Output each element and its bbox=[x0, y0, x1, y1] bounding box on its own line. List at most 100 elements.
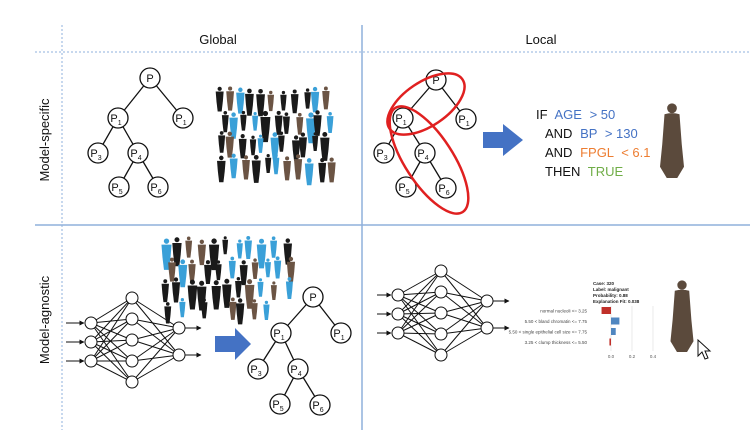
crowd-icon bbox=[215, 86, 336, 186]
nn-connection bbox=[90, 360, 133, 383]
tree-node-label: P3 bbox=[90, 148, 101, 162]
tree-node-label: P1 bbox=[110, 113, 121, 127]
local-path-highlight bbox=[386, 72, 470, 215]
person-silhouette-icon bbox=[235, 276, 242, 298]
tree-node-label: P4 bbox=[290, 364, 301, 378]
tree-node: P5 bbox=[395, 176, 417, 198]
tree-node: P bbox=[302, 286, 324, 308]
person-silhouette-icon bbox=[310, 86, 320, 113]
nn-neuron bbox=[434, 264, 448, 278]
nn-connection bbox=[440, 291, 488, 302]
nn-neuron bbox=[125, 291, 139, 305]
nn-neuron bbox=[172, 321, 186, 335]
person-silhouette-icon bbox=[215, 260, 222, 281]
person-silhouette-icon bbox=[278, 131, 285, 152]
nn-neuron bbox=[391, 326, 405, 340]
local-header: Local bbox=[525, 32, 556, 47]
crowd-icon bbox=[161, 235, 296, 325]
person-silhouette-icon bbox=[222, 278, 232, 308]
nn-connection bbox=[90, 341, 133, 383]
person-silhouette-icon bbox=[270, 281, 277, 301]
nn-connection bbox=[397, 291, 442, 296]
person-silhouette-icon bbox=[274, 110, 283, 135]
person-silhouette-icon bbox=[239, 260, 248, 286]
tree-node-label: P4 bbox=[130, 148, 141, 162]
person-silhouette-icon bbox=[312, 132, 319, 152]
person-silhouette-icon bbox=[304, 88, 311, 109]
person-silhouette-icon bbox=[215, 86, 224, 112]
nn-connection bbox=[440, 312, 488, 329]
person-silhouette-icon bbox=[242, 155, 250, 180]
person-silhouette-icon bbox=[171, 277, 181, 303]
person-silhouette-icon bbox=[286, 256, 296, 283]
person-silhouette-icon bbox=[218, 131, 226, 153]
tree-node-label: P3 bbox=[376, 148, 387, 162]
cursor-icon[interactable] bbox=[697, 338, 712, 360]
nn-neuron bbox=[84, 335, 98, 349]
nn-connection bbox=[397, 270, 442, 315]
tree-node: P3 bbox=[247, 358, 269, 380]
tree-node-label: P bbox=[146, 73, 153, 85]
person-silhouette-icon bbox=[257, 134, 264, 153]
tree-node-label: P6 bbox=[150, 182, 161, 196]
person-silhouette-icon bbox=[290, 89, 299, 114]
nn-connection bbox=[131, 297, 180, 356]
person-silhouette-icon bbox=[249, 135, 257, 156]
tree-node: P1 bbox=[330, 322, 352, 344]
tree-node-label: P1 bbox=[395, 113, 406, 127]
tree-node-label: P5 bbox=[111, 182, 122, 196]
person-silhouette-icon bbox=[260, 110, 271, 143]
lime-feature-label: normal nucleoli <= 3.25 bbox=[540, 309, 587, 314]
tree-node: P6 bbox=[435, 177, 457, 199]
tree-node: P1 bbox=[392, 107, 414, 129]
person-silhouette-icon bbox=[256, 88, 265, 117]
tree-node: P6 bbox=[309, 394, 331, 416]
nn-connection bbox=[90, 297, 133, 324]
person-silhouette-icon bbox=[221, 110, 229, 133]
nn-connection bbox=[440, 270, 488, 302]
nn-neuron bbox=[391, 288, 405, 302]
nn-connection bbox=[131, 297, 180, 329]
tree-node-label: P5 bbox=[272, 399, 283, 413]
tree-node-label: P6 bbox=[438, 183, 449, 197]
nn-connection bbox=[440, 270, 488, 329]
nn-neuron bbox=[434, 306, 448, 320]
person-silhouette-icon bbox=[228, 256, 236, 279]
person-silhouette-icon bbox=[197, 239, 206, 266]
person-silhouette-icon bbox=[322, 86, 330, 110]
explanation-label: Label: malignant bbox=[593, 287, 629, 292]
tree-node: P3 bbox=[373, 142, 395, 164]
model-agnostic-row-label: Model-agnostic bbox=[37, 275, 52, 364]
person-silhouette-icon bbox=[204, 260, 212, 285]
nn-connection bbox=[397, 312, 442, 334]
lime-tick-label: 0.4 bbox=[650, 354, 657, 359]
person-silhouette-icon bbox=[293, 154, 303, 180]
nn-connection bbox=[397, 294, 442, 314]
person-silhouette-icon bbox=[285, 277, 293, 299]
explanation-case: Case: 320 bbox=[593, 281, 615, 286]
rule-line-2: AND BP > 130 bbox=[545, 126, 638, 141]
tree-node: P4 bbox=[127, 142, 149, 164]
person-silhouette-icon bbox=[320, 131, 330, 161]
person-silhouette-icon bbox=[282, 112, 290, 134]
nn-connection bbox=[90, 297, 133, 362]
person-silhouette-icon bbox=[263, 300, 270, 321]
rule-line-4: THEN TRUE bbox=[545, 164, 623, 179]
nn-connection bbox=[90, 322, 133, 341]
nn-connection bbox=[440, 327, 488, 356]
person-silhouette-icon bbox=[235, 298, 245, 325]
person-silhouette-icon bbox=[267, 90, 275, 112]
tree-node-label: P1 bbox=[458, 114, 469, 128]
nn-connection bbox=[440, 327, 488, 335]
nn-neuron bbox=[480, 321, 494, 335]
tree-node: P1 bbox=[270, 322, 292, 344]
person-silhouette-icon bbox=[265, 154, 272, 173]
nn-connection bbox=[440, 291, 488, 329]
tree-node: P4 bbox=[287, 358, 309, 380]
nn-neuron bbox=[480, 294, 494, 308]
person-silhouette-icon bbox=[251, 299, 258, 320]
